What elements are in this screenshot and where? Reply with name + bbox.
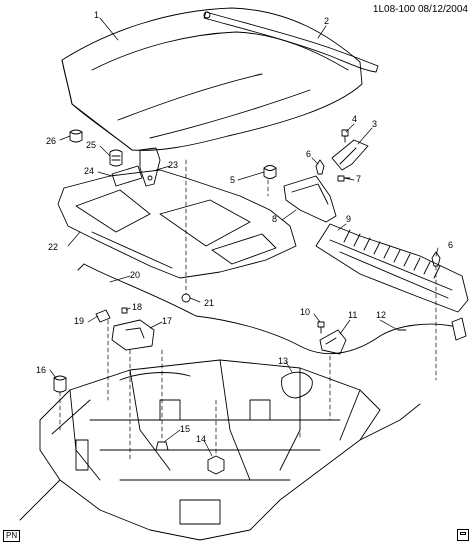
callout-3: 3 (372, 119, 377, 129)
hinge-bracket (283, 175, 337, 223)
clip-21 (181, 293, 191, 303)
callout-22: 22 (48, 242, 58, 252)
callout-14: 14 (196, 434, 206, 444)
callout-1: 1 (94, 10, 99, 20)
callout-15: 15 (180, 424, 190, 434)
bumper-25 (109, 149, 123, 167)
grommet-15 (155, 441, 169, 451)
hood-latch (111, 319, 155, 351)
hood-panel (61, 7, 363, 151)
callout-6a: 6 (306, 149, 311, 159)
callout-21: 21 (204, 298, 214, 308)
callout-11: 11 (348, 310, 357, 320)
callout-labels: 1 2 3 4 5 6 6 7 8 9 10 11 12 13 14 15 16… (36, 10, 453, 444)
callout-26: 26 (46, 136, 56, 146)
callout-4: 4 (352, 114, 357, 124)
hood-rear-seal (203, 11, 379, 73)
callout-19: 19 (74, 316, 84, 326)
callout-24: 24 (84, 166, 94, 176)
bolt-4 (341, 129, 349, 143)
callout-6b: 6 (448, 240, 453, 250)
release-cable (195, 315, 467, 354)
callout-12: 12 (376, 310, 386, 320)
striker-23 (139, 147, 161, 187)
bumper-14 (207, 455, 225, 475)
callout-8: 8 (272, 214, 277, 224)
clip-19 (95, 309, 111, 323)
prop-rod (77, 263, 197, 317)
bumper-26 (69, 129, 83, 143)
callout-16: 16 (36, 365, 46, 375)
callout-17: 17 (162, 316, 172, 326)
release-handle (319, 329, 347, 355)
bumper-16 (53, 375, 67, 393)
hood-hinge (331, 139, 369, 171)
corner-icon (457, 529, 469, 541)
corner-label: PN (3, 530, 21, 542)
front-body-structure (19, 359, 421, 541)
callout-20: 20 (130, 270, 140, 280)
diagram-header: 1L08-100 08/12/2004 (373, 4, 468, 15)
callout-25: 25 (86, 140, 96, 150)
release-cover (281, 371, 313, 399)
fastener-6a (315, 159, 325, 175)
hood-bumper-5 (263, 165, 277, 179)
callout-2: 2 (324, 16, 329, 26)
callout-18: 18 (132, 302, 142, 312)
callout-10: 10 (300, 307, 310, 317)
diagram-code: 1L08-100 (372, 4, 416, 15)
diagram-date: 08/12/2004 (417, 4, 468, 15)
callout-9: 9 (346, 214, 351, 224)
hood-insulator (57, 169, 297, 279)
cowl-vent-panel (315, 223, 469, 313)
clip-18 (121, 307, 128, 314)
bolt-10 (317, 321, 325, 334)
bracket-24 (111, 165, 143, 187)
callout-23: 23 (168, 160, 178, 170)
callout-13: 13 (278, 356, 288, 366)
callout-5: 5 (230, 175, 235, 185)
leader-lines (49, 17, 439, 457)
callout-7: 7 (356, 174, 361, 184)
fastener-6b (431, 251, 441, 267)
